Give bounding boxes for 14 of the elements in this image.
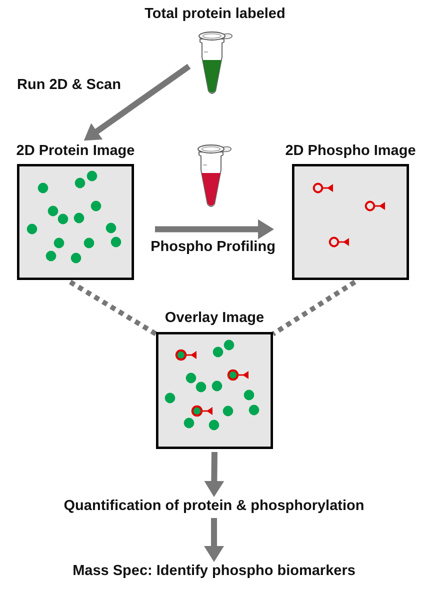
arrow xyxy=(82,64,191,142)
edge-label: Run 2D & Scan xyxy=(17,77,121,94)
arrow xyxy=(204,518,224,562)
arrow xyxy=(204,452,224,497)
dotted-line xyxy=(272,280,356,336)
image-title: 2D Protein Image xyxy=(16,143,135,160)
image-title: 2D Phospho Image xyxy=(285,143,416,160)
image-title: Overlay Image xyxy=(164,310,264,327)
step-text: Quantification of protein & phosphorylation xyxy=(64,498,364,515)
step-text: Mass Spec: Identify phospho biomarkers xyxy=(72,563,356,580)
tube-caption: Total protein labeled xyxy=(144,6,286,23)
arrow xyxy=(155,219,274,240)
dotted-line xyxy=(68,280,158,336)
edge-label: Phospho Profiling xyxy=(150,239,276,256)
